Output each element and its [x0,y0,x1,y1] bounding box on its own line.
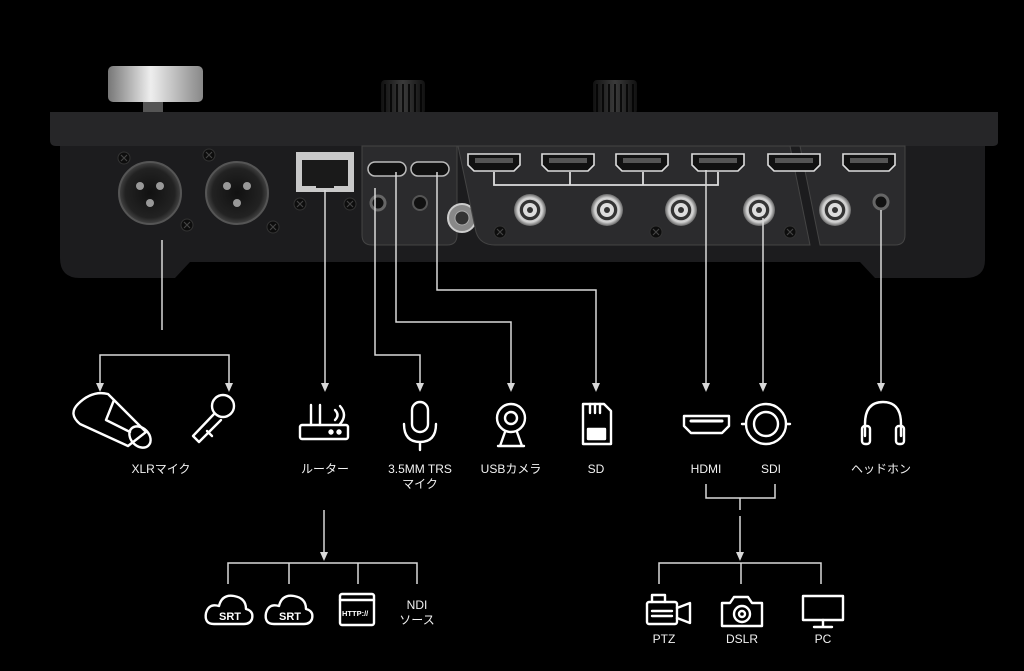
ptz-camera-icon [645,593,692,626]
webcam-icon [495,402,527,448]
router-label: ルーター [300,462,349,476]
dslr-camera-icon [720,595,764,628]
trs-mic-label-line2: マイク [402,477,438,491]
sdi-port-2 [590,193,624,227]
headphone-jack [872,193,890,211]
sd-card-icon [581,402,613,446]
ndi-label-line2: ソース [399,613,435,627]
microphone-icon [191,393,236,444]
usb-c-port-2 [410,161,450,177]
sd-label: SD [587,462,605,476]
volume-knob-left [381,80,425,114]
ndi-label-line1: NDI [406,598,428,612]
arrowheads [96,383,885,561]
srt-text-1: SRT [219,611,241,623]
headphones-icon [860,400,906,446]
ethernet-port [296,152,354,192]
http-text: HTTP:// [342,609,369,618]
studio-mic-icon [402,400,438,452]
sdi-port-1 [513,193,547,227]
router-icon [298,403,350,441]
volume-knob-right [593,80,637,114]
xlr-port-2 [205,161,269,225]
srt-cloud-icon-2 [264,594,314,626]
monitor-icon [801,594,845,629]
xlr-port-1 [118,161,182,225]
hdmi-port-3 [615,153,669,172]
hdmi-port-icon [682,414,731,435]
hdmi-port-5 [767,153,821,172]
hdmi-label: HDMI [690,462,722,476]
dslr-label: DSLR [725,632,758,646]
joystick [108,66,203,113]
srt-text-2: SRT [279,611,301,623]
hdmi-port-1 [467,153,521,172]
sdi-label: SDI [760,462,781,476]
bnc-connector-icon [740,402,792,446]
trs-mic-label-line1: 3.5MM TRS [388,462,452,476]
usb-c-port-1 [367,161,407,177]
usb-camera-label: USBカメラ [480,462,542,476]
xlr-plug-icon [72,391,152,449]
connection-lines [99,170,882,584]
switcher-device [50,66,998,278]
hdmi-port-2 [541,153,595,172]
io-panel-1 [361,145,458,246]
xlr-mic-label: XLRマイク [131,462,191,476]
ptz-label: PTZ [652,632,676,646]
http-window-icon [338,592,376,627]
headphone-label: ヘッドホン [850,462,911,476]
hdmi-port-4 [691,153,745,172]
trs-jack [369,194,387,212]
device-top-lid [50,112,998,146]
sdi-port-4 [742,193,776,227]
sdi-port-5 [818,193,852,227]
srt-cloud-icon-1 [204,594,254,626]
pc-label: PC [814,632,832,646]
sdi-port-3 [664,193,698,227]
hdmi-port-6 [842,153,896,172]
